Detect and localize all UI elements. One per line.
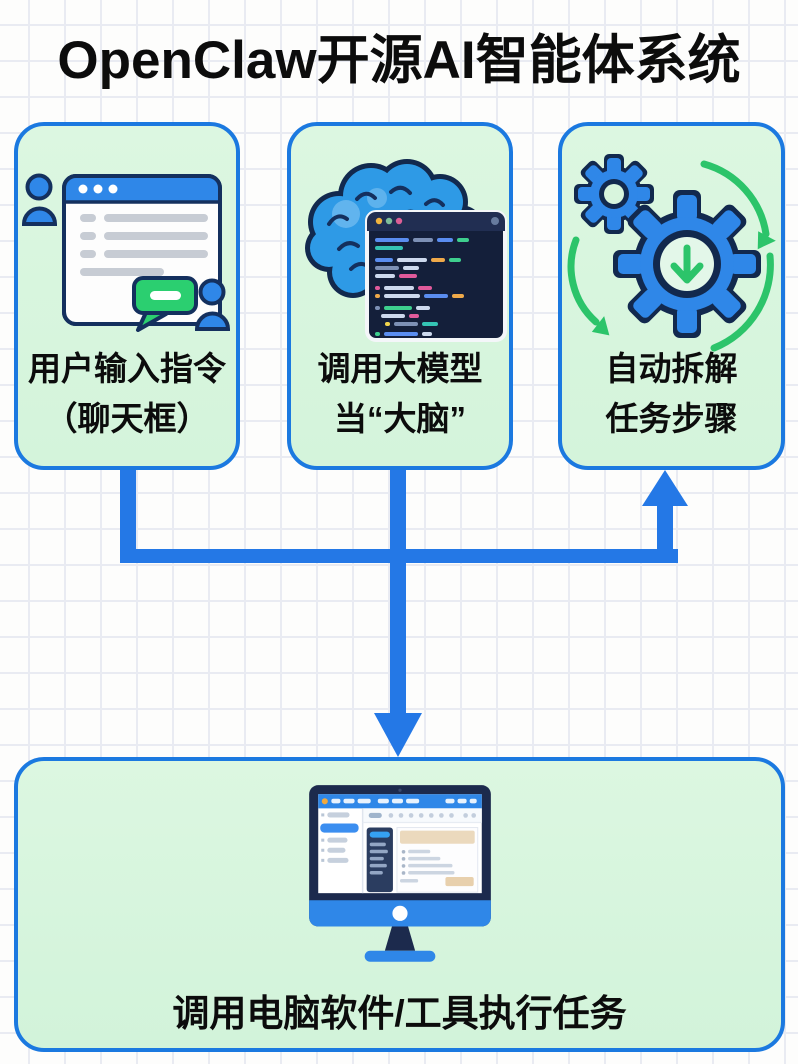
brain-terminal-icon (305, 159, 507, 342)
card-caption-line1: 自动拆解 (605, 349, 738, 387)
card-caption-line2: 当“大脑” (334, 399, 466, 437)
card-caption: 自动拆解 任务步骤 (562, 344, 781, 444)
card-caption-line1: 用户输入指令 (28, 349, 226, 387)
computer-monitor-icon (308, 785, 491, 962)
gears-icon (567, 154, 776, 352)
bottom-card-caption: 调用电脑软件/工具执行任务 (172, 993, 627, 1034)
card-caption-line2: （聊天框） (44, 399, 210, 437)
chat-window-icon (22, 173, 231, 332)
card-task-decompose: 自动拆解 任务步骤 (558, 122, 785, 470)
card-caption: 用户输入指令 （聊天框） (18, 344, 236, 444)
card-caption-line1: 调用大模型 (317, 349, 483, 387)
arrow-up-icon (642, 470, 688, 506)
card-llm-brain: 调用大模型 当“大脑” (287, 122, 513, 470)
card-caption-line2: 任务步骤 (605, 399, 738, 437)
connector-horizontal (120, 549, 678, 563)
card-execute-tasks: 调用电脑软件/工具执行任务 (14, 757, 785, 1052)
connector-right-riser (657, 504, 673, 563)
connector-left-drop (120, 466, 136, 563)
card-user-input: 用户输入指令 （聊天框） (14, 122, 240, 470)
connector-middle-drop (390, 466, 406, 715)
page-title: OpenClaw开源AI智能体系统 (57, 31, 741, 90)
arrow-down-icon (374, 713, 422, 757)
card-caption: 调用大模型 当“大脑” (291, 344, 509, 444)
